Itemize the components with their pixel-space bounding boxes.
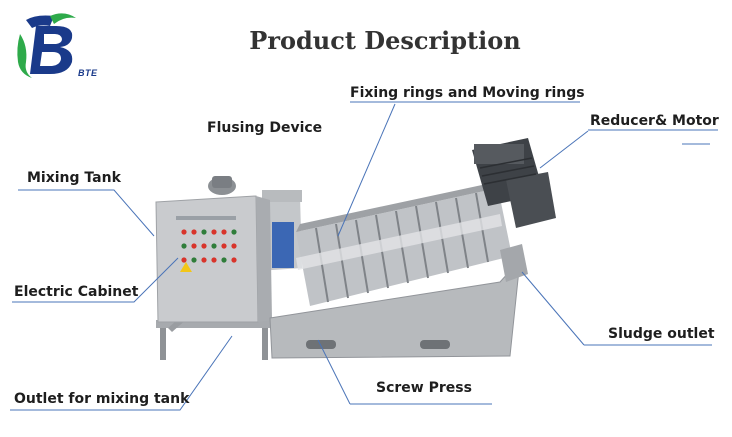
label-sludge-outlet: Sludge outlet [608,326,715,342]
leader-electric-cabinet [12,257,179,303]
label-electric-cabinet: Electric Cabinet [14,284,139,300]
company-logo: BTE [6,4,106,88]
label-outlet-mixing-tank: Outlet for mixing tank [14,391,190,407]
label-reducer-motor: Reducer& Motor [590,113,719,129]
leader-screw-press-diag [317,339,351,405]
leader-fixing-rings-diag [337,103,396,237]
leader-reducer-motor-diag [539,130,589,169]
label-fixing-rings: Fixing rings and Moving rings [350,85,585,101]
label-flushing-device: Flusing Device [207,120,323,136]
label-mixing-tank: Mixing Tank [27,170,121,186]
leader-outlet-mixing-tank [10,335,233,411]
cabinet-buttons [180,229,237,272]
blue-coupling [272,222,294,268]
sludge-outlet-chute [500,244,528,282]
screw-press-base [269,258,521,359]
logo-mark-icon [6,4,106,88]
label-screw-press: Screw Press [376,380,472,396]
page-title: Product Description [249,26,521,55]
logo-text: BTE [78,68,98,78]
leader-sludge-outlet-diag [521,271,585,346]
reducer-motor-unit [472,138,556,228]
screw-press-drum [296,182,512,306]
leader-mixing-tank [18,189,155,237]
electric-cabinet-body [155,195,272,323]
